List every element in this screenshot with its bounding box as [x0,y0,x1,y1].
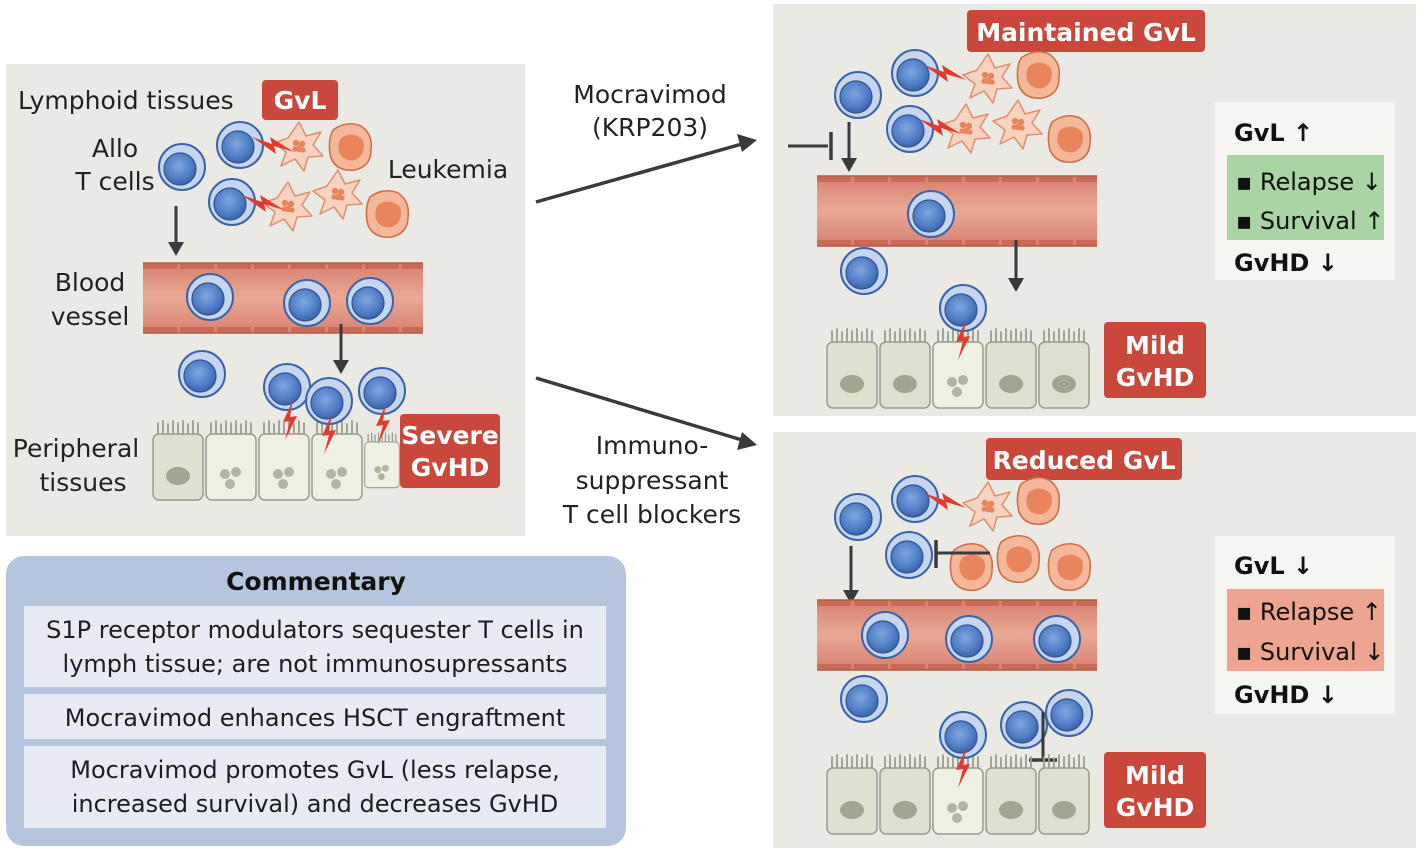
allo-label-line1: Allo [92,134,138,163]
t-cell [305,377,353,425]
t-cell [834,71,882,119]
leukemia-cell [365,189,410,239]
mild-gvhd-line1: Mild [1125,761,1185,790]
mild-gvhd-tag [1104,752,1206,828]
mocravimod-label-line1: Mocravimod [573,80,726,109]
t-cell [907,190,955,238]
arrow-head [333,360,349,374]
immunosuppressant-label-line3: T cell blockers [562,500,741,529]
peripheral-tissues-label-line2: tissues [39,468,126,497]
mild-gvhd-line1: Mild [1125,331,1185,360]
gvl-outcome: GvL ↑ [1234,119,1313,147]
gvl-tag-label: GvL [274,86,327,115]
allo-label-line2: T cells [74,167,154,196]
blood-vessel-label-line1: Blood [55,268,126,297]
severe-gvhd-tag [400,414,500,488]
gvl-tag [262,80,338,120]
immunosuppressant-label-line2: suppressant [576,466,729,495]
commentary-item3-line2: increased survival) and decreases GvHD [72,790,559,818]
t-cell [834,493,882,541]
leukemia-label: Leukemia [388,155,508,184]
arrow-head [841,158,857,172]
leukemia-cell [328,122,373,172]
t-cell [283,279,331,327]
leukemia-cell [1047,542,1092,592]
t-cell [158,143,206,191]
mild-gvhd-line2: GvHD [1116,363,1195,392]
blood-vessel [817,176,1097,246]
reduced-gvl-label: Reduced GvL [992,446,1175,475]
mild-gvhd-line2: GvHD [1116,793,1195,822]
t-cell [1045,689,1093,737]
arrow-head [737,134,757,152]
severe-gvhd-line1: Severe [401,421,499,450]
leukemia-cell [996,534,1041,584]
arrow-to-bottom-panel [535,376,743,442]
t-cell [358,367,406,415]
commentary-item [24,606,606,687]
leukemia-cell [949,542,994,592]
top-right-panel: Maintained GvL Mild GvHD GvL [773,4,1416,416]
t-cell [186,273,234,321]
t-cell [891,475,939,523]
arrow-head [1008,278,1024,292]
arrow-to-top-panel [535,142,743,204]
leukemia-cell [1016,50,1061,100]
severe-gvhd-line2: GvHD [411,453,490,482]
gvhd-outcome: GvHD ↓ [1234,249,1338,277]
outcome-good-box [1227,155,1384,240]
survival-outcome: ▪ Survival ↓ [1236,638,1384,666]
t-cell [263,363,311,411]
gvl-outcome: GvL ↓ [1234,552,1313,580]
leukemia-cell [1016,476,1061,526]
bottom-right-panel: Reduced GvL Mild GvHD [773,432,1416,848]
t-cell [840,675,888,723]
arrow-head [737,432,757,450]
outcome-bad-box [1227,589,1384,671]
t-cell [208,178,256,226]
maintained-gvl-label: Maintained GvL [976,18,1196,47]
survival-outcome: ▪ Survival ↑ [1236,207,1384,235]
peripheral-tissues-label-line1: Peripheral [13,434,139,463]
t-cell [1033,615,1081,663]
commentary-item [24,746,606,828]
commentary-item1-line2: lymph tissue; are not immunosupressants [63,650,568,678]
gvhd-outcome: GvHD ↓ [1234,681,1338,709]
arrow-head [168,242,184,256]
commentary-item [24,694,606,739]
t-cell [945,615,993,663]
t-cell [885,531,933,579]
t-cell [840,247,888,295]
t-cell [861,611,909,659]
maintained-gvl-tag [967,10,1205,52]
leukemia-cell [1047,114,1092,164]
relapse-outcome: ▪ Relapse ↓ [1236,168,1382,196]
commentary-item2: Mocravimod enhances HSCT engraftment [65,704,565,732]
t-cell [346,277,394,325]
t-cell [1000,701,1048,749]
blood-vessel-label-line2: vessel [51,302,130,331]
arrow-head [843,590,859,604]
t-cell [939,284,987,332]
middle-arrows: Mocravimod (KRP203) Immuno- suppressant … [535,80,757,529]
lymphoid-tissues-label: Lymphoid tissues [18,86,234,115]
relapse-outcome: ▪ Relapse ↑ [1236,598,1382,626]
mocravimod-label-line2: (KRP203) [592,113,708,142]
reduced-gvl-tag [986,438,1182,480]
immunosuppressant-label-line1: Immuno- [596,431,709,460]
t-cell [939,711,987,759]
mild-gvhd-tag [1104,322,1206,398]
t-cell [891,49,939,97]
t-cell [216,121,264,169]
commentary-item3-line1: Mocravimod promotes GvL (less relapse, [70,756,559,784]
commentary-title: Commentary [226,567,406,596]
commentary-box: Commentary S1P receptor modulators seque… [6,556,626,846]
left-panel: Lymphoid tissues GvL Allo T cells Leukem… [6,64,525,536]
commentary-item1-line1: S1P receptor modulators sequester T cell… [46,616,584,644]
t-cell [886,105,934,153]
t-cell [178,350,226,398]
